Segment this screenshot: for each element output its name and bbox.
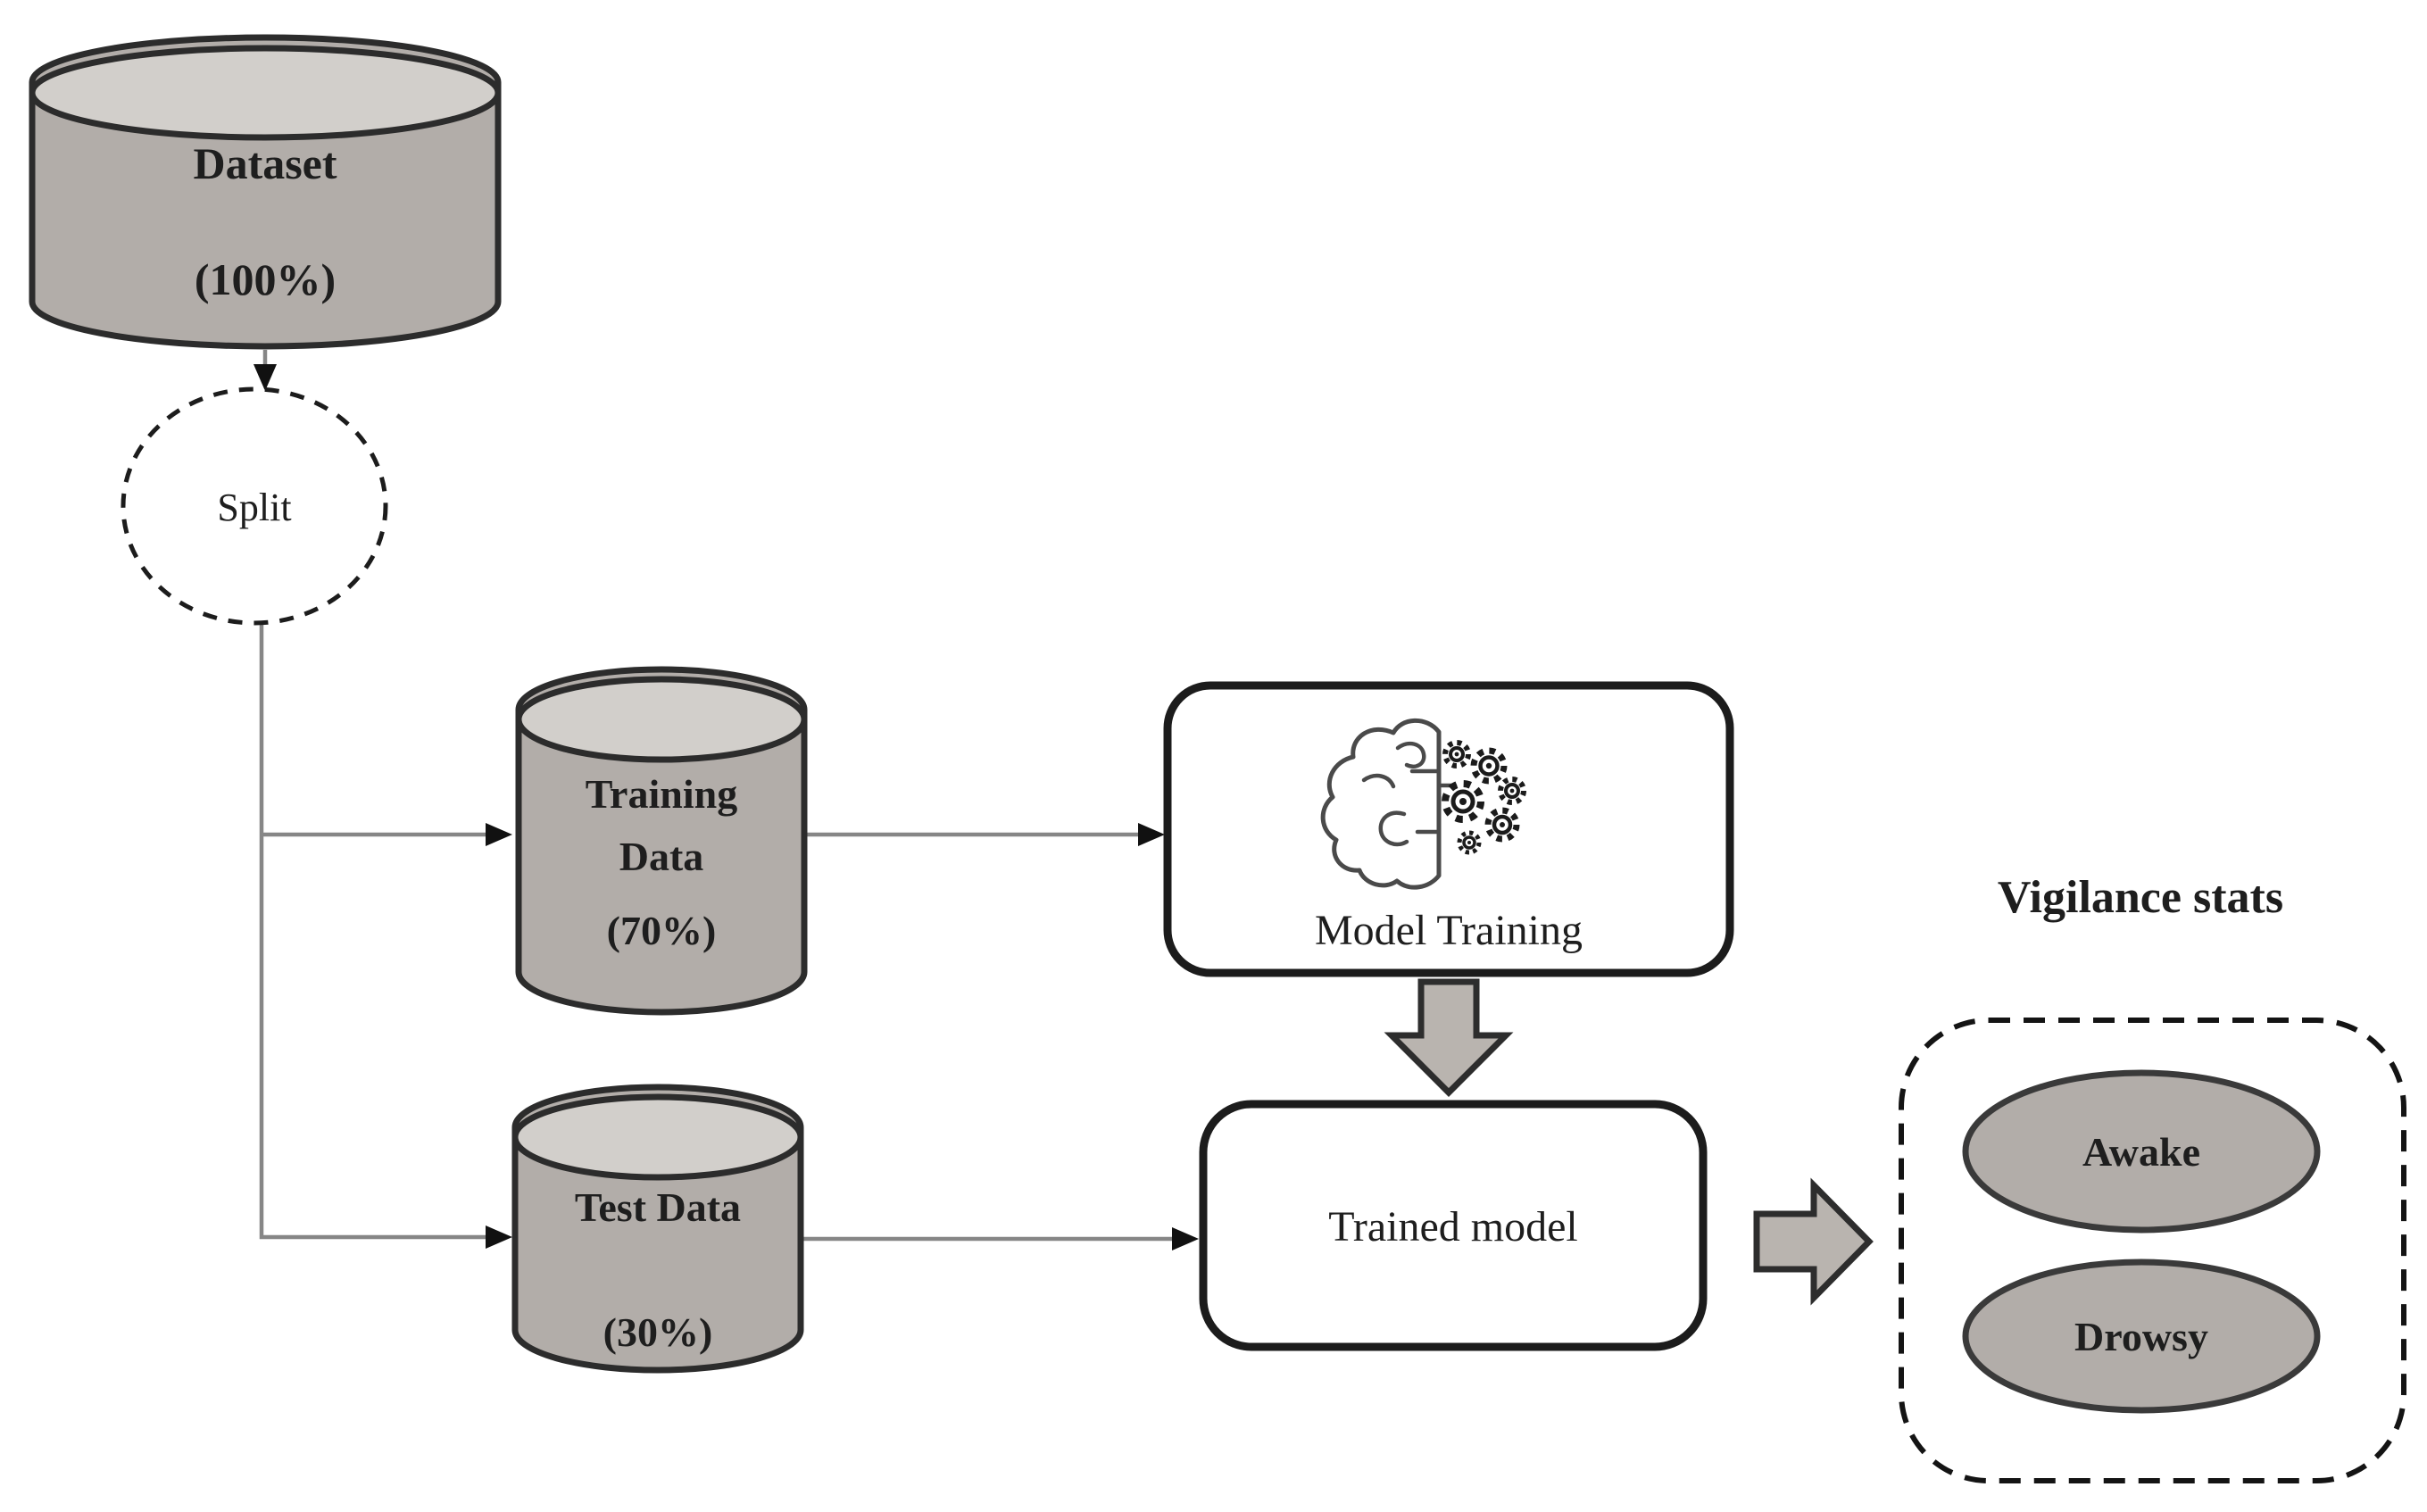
brain-gears-icon (1320, 718, 1526, 890)
split-node: Split (121, 386, 388, 626)
training-data-label-line1: Training (586, 771, 737, 817)
vigilance-title: Vigilance stats (1998, 872, 2283, 923)
test-data-percent: (30%) (603, 1309, 713, 1355)
training-data-cylinder-lid (515, 676, 808, 763)
split-label: Split (217, 486, 291, 529)
model-training-border (1163, 681, 1734, 977)
dataset-label: Dataset (193, 138, 337, 188)
model-training-label: Model Training (1315, 907, 1583, 954)
gear-small-right (1498, 777, 1526, 805)
awake-state: Awake (1962, 1069, 2321, 1234)
test-data-cylinder-lid (511, 1093, 804, 1181)
drowsy-label: Drowsy (2074, 1314, 2208, 1359)
trained-model-border (1199, 1100, 1708, 1351)
vigilance-panel: Vigilance stats Awake Drowsy (1899, 872, 2406, 1483)
model-training-box: Model Training (1163, 681, 1734, 977)
split-circle (121, 386, 388, 626)
gear-medium-top (1470, 747, 1508, 785)
dataset-percent: (100%) (195, 254, 336, 304)
awake-label: Awake (2082, 1129, 2200, 1175)
trained-model-label: Trained model (1328, 1203, 1578, 1250)
training-data-percent: (70%) (607, 908, 717, 953)
test-data-label: Test Data (575, 1184, 741, 1230)
test-data-cylinder: Test Data (30%) (511, 1084, 804, 1374)
training-data-cylinder: Training Data (70%) (515, 666, 808, 1016)
connectors (254, 350, 1199, 1250)
arrow-split-to-test-data (259, 624, 512, 1249)
training-data-label-line2: Data (619, 834, 704, 879)
block-arrow-right (1753, 1177, 1874, 1306)
awake-ellipse (1962, 1069, 2321, 1234)
drowsy-ellipse (1962, 1259, 2321, 1414)
block-arrow-down (1384, 978, 1514, 1097)
gear-tiny-bottom (1457, 830, 1482, 855)
dataset-cylinder: Dataset (100%) (29, 34, 502, 350)
gear-medium-bottom (1484, 807, 1520, 843)
trained-model-box: Trained model (1199, 1100, 1708, 1351)
gear-small-top (1442, 740, 1471, 768)
vigilance-dashed-border (1899, 1018, 2406, 1483)
drowsy-state: Drowsy (1962, 1259, 2321, 1414)
gear-large-center (1442, 780, 1484, 823)
dataset-cylinder-lid (29, 45, 502, 141)
